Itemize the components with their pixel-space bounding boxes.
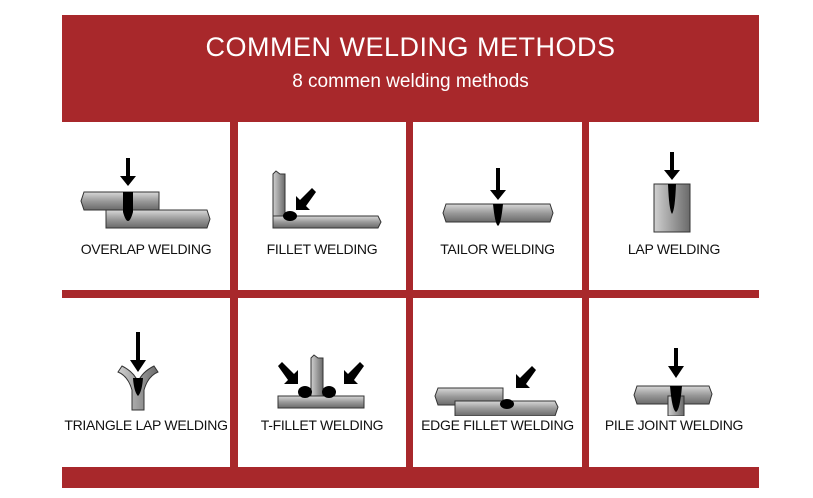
t-fillet-weld-icon bbox=[277, 354, 365, 409]
method-card-lap: LAP WELDING bbox=[589, 122, 759, 290]
method-card-edge-fillet: EDGE FILLET WELDING bbox=[413, 298, 582, 467]
method-label: TAILOR WELDING bbox=[440, 241, 555, 257]
method-label: FILLET WELDING bbox=[266, 241, 378, 257]
lap-weld-icon bbox=[653, 152, 691, 233]
method-card-pile-joint: PILE JOINT WELDING bbox=[589, 298, 759, 467]
method-card-triangle-lap: TRIANGLE LAP WELDING bbox=[62, 298, 230, 467]
fillet-weld-icon bbox=[272, 170, 382, 229]
tailor-weld-icon bbox=[442, 168, 554, 226]
page-title: COMMEN WELDING METHODS bbox=[205, 32, 616, 62]
method-label: LAP WELDING bbox=[627, 241, 721, 257]
infographic-board: COMMEN WELDING METHODS 8 commen welding … bbox=[62, 15, 759, 488]
pile-joint-weld-icon bbox=[633, 348, 713, 416]
method-label: T-FILLET WELDING bbox=[260, 417, 384, 433]
method-card-overlap: OVERLAP WELDING bbox=[62, 122, 230, 290]
page-subtitle: 8 commen welding methods bbox=[292, 71, 529, 92]
method-label: TRIANGLE LAP WELDING bbox=[64, 417, 228, 433]
edge-fillet-weld-icon bbox=[434, 366, 559, 416]
method-card-fillet: FILLET WELDING bbox=[238, 122, 406, 290]
method-label: PILE JOINT WELDING bbox=[604, 417, 744, 433]
overlap-weld-icon bbox=[80, 158, 211, 229]
method-label: EDGE FILLET WELDING bbox=[421, 417, 574, 433]
method-label: OVERLAP WELDING bbox=[80, 241, 212, 257]
method-card-t-fillet: T-FILLET WELDING bbox=[238, 298, 406, 467]
method-card-tailor: TAILOR WELDING bbox=[413, 122, 582, 290]
triangle-lap-weld-icon bbox=[117, 332, 159, 411]
